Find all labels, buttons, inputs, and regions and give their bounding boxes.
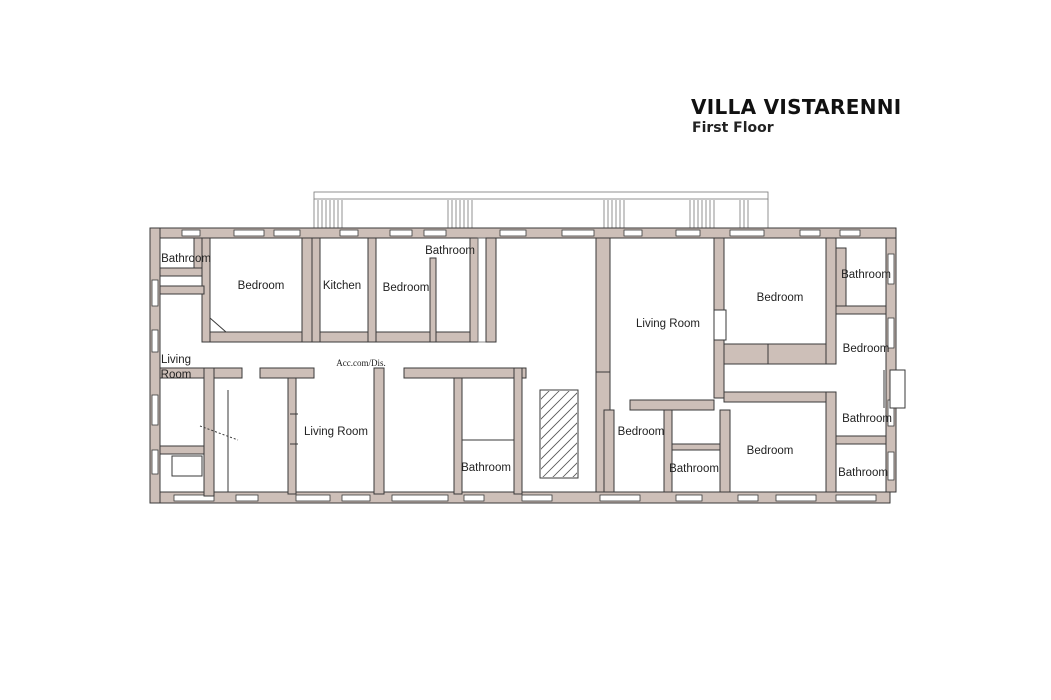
label-bathroom-2: Bathroom [425,245,475,257]
label-bathroom-nw: Bathroom [161,253,211,265]
exterior-walls [149,227,906,504]
label-bedroom-se1: Bedroom [618,426,665,438]
label-bathroom-e: Bathroom [842,413,892,425]
label-bathroom-ne: Bathroom [841,269,891,281]
plan-details [171,309,885,492]
label-living-west-2: Room [161,369,192,381]
label-bedroom-1: Bedroom [238,280,285,292]
label-bathroom-se1: Bathroom [669,463,719,475]
interior-walls [159,237,887,497]
label-corridor: Acc.com/Dis. [336,358,386,368]
label-bedroom-2: Bedroom [383,282,430,294]
terrace [313,191,769,232]
staircase [541,391,577,477]
label-living-room-east: Living Room [636,318,700,330]
label-bathroom-se2: Bathroom [838,467,888,479]
label-bedroom-ne: Bedroom [757,292,804,304]
label-bedroom-e: Bedroom [843,343,890,355]
room-labels: Bathroom Bedroom Kitchen Bedroom Bathroo… [161,245,892,479]
label-bathroom-center: Bathroom [461,462,511,474]
label-bedroom-se2: Bedroom [747,445,794,457]
label-living-west-1: Living [161,354,191,366]
label-kitchen: Kitchen [323,280,361,292]
plan-subtitle: First Floor [692,120,774,136]
label-living-room-center: Living Room [304,426,368,438]
plan-title: VILLA VISTARENNI [691,95,902,119]
